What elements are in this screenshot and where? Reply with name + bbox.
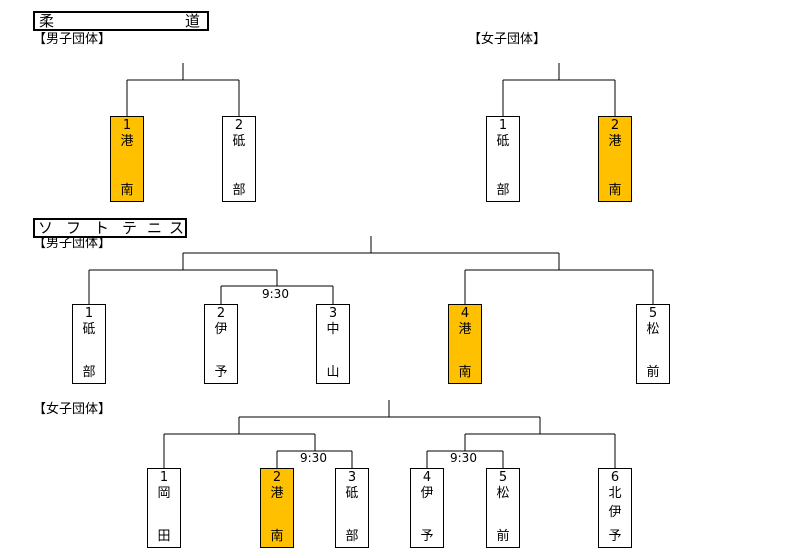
team-box: 4 伊 予 [410,468,444,548]
judo-section-title: 柔 道 [33,11,209,31]
team-name-top: 砥 [82,322,96,337]
tennis-title-char: ス [169,219,185,237]
team-name-bottom: 予 [608,529,622,544]
team-box: 1 岡 田 [147,468,181,548]
team-number: 4 [460,306,470,321]
team-box: 2 伊 予 [204,304,238,384]
match-time: 9:30 [299,451,328,465]
team-box: 2 砥 部 [222,116,256,202]
team-number: 5 [648,306,658,321]
team-name-top: 伊 [420,486,434,501]
team-box: 1 砥 部 [72,304,106,384]
team-number: 3 [347,470,357,485]
team-name-bottom: 前 [496,529,510,544]
team-name-bottom: 予 [214,365,228,380]
tennis-title-char: ソ [38,219,54,237]
team-name-top: 砥 [232,134,246,149]
team-name-top: 港 [120,134,134,149]
team-name-bottom: 田 [157,529,171,544]
team-name-bottom: 部 [345,529,359,544]
judo-title-right: 道 [185,12,201,30]
team-name-bottom: 南 [120,183,134,198]
team-number: 5 [498,470,508,485]
team-name-bottom: 予 [420,529,434,544]
team-name-top: 港 [270,486,284,501]
team-number: 2 [272,470,282,485]
tennis-title-char: フ [66,219,82,237]
team-number: 1 [84,306,94,321]
team-number: 1 [498,118,508,133]
team-box: 1 砥 部 [486,116,520,202]
team-number: 6 [610,470,620,485]
team-number: 2 [610,118,620,133]
tennis-section-title: ソ フ ト テ ニ ス [33,218,187,238]
team-box: 2 港 南 [260,468,294,548]
team-name-top: 港 [608,134,622,149]
tennis-women-label: 【女子団体】 [33,402,112,417]
team-name-bottom: 南 [458,365,472,380]
team-name-bottom: 山 [326,365,340,380]
team-name-bottom: 南 [608,183,622,198]
team-box: 1 港 南 [110,116,144,202]
tennis-title-char: テ [122,219,138,237]
team-name-top: 砥 [345,486,359,501]
team-number: 4 [422,470,432,485]
team-box: 3 砥 部 [335,468,369,548]
tennis-title-char: ニ [147,219,163,237]
team-number: 2 [216,306,226,321]
team-name-middle: 伊 [608,505,622,520]
team-number: 1 [159,470,169,485]
judo-title-left: 柔 [39,12,55,30]
team-number: 1 [122,118,132,133]
judo-women-label: 【女子団体】 [468,32,547,47]
team-box: 5 松 前 [636,304,670,384]
team-number: 2 [234,118,244,133]
tennis-men-label: 【男子団体】 [33,236,112,251]
team-name-bottom: 部 [496,183,510,198]
team-name-top: 砥 [496,134,510,149]
match-time: 9:30 [261,287,290,301]
team-name-top: 北 [608,486,622,501]
team-name-top: 松 [646,322,660,337]
match-time: 9:30 [449,451,478,465]
team-box: 4 港 南 [448,304,482,384]
team-name-top: 松 [496,486,510,501]
team-name-bottom: 前 [646,365,660,380]
team-box: 2 港 南 [598,116,632,202]
team-number: 3 [328,306,338,321]
team-name-top: 港 [458,322,472,337]
team-name-top: 岡 [157,486,171,501]
judo-men-label: 【男子団体】 [33,32,112,47]
team-name-top: 伊 [214,322,228,337]
team-name-bottom: 部 [82,365,96,380]
team-name-bottom: 南 [270,529,284,544]
tennis-title-char: ト [94,219,110,237]
team-box: 5 松 前 [486,468,520,548]
team-name-top: 中 [326,322,340,337]
team-box: 6 北 伊 予 [598,468,632,548]
team-box: 3 中 山 [316,304,350,384]
team-name-bottom: 部 [232,183,246,198]
